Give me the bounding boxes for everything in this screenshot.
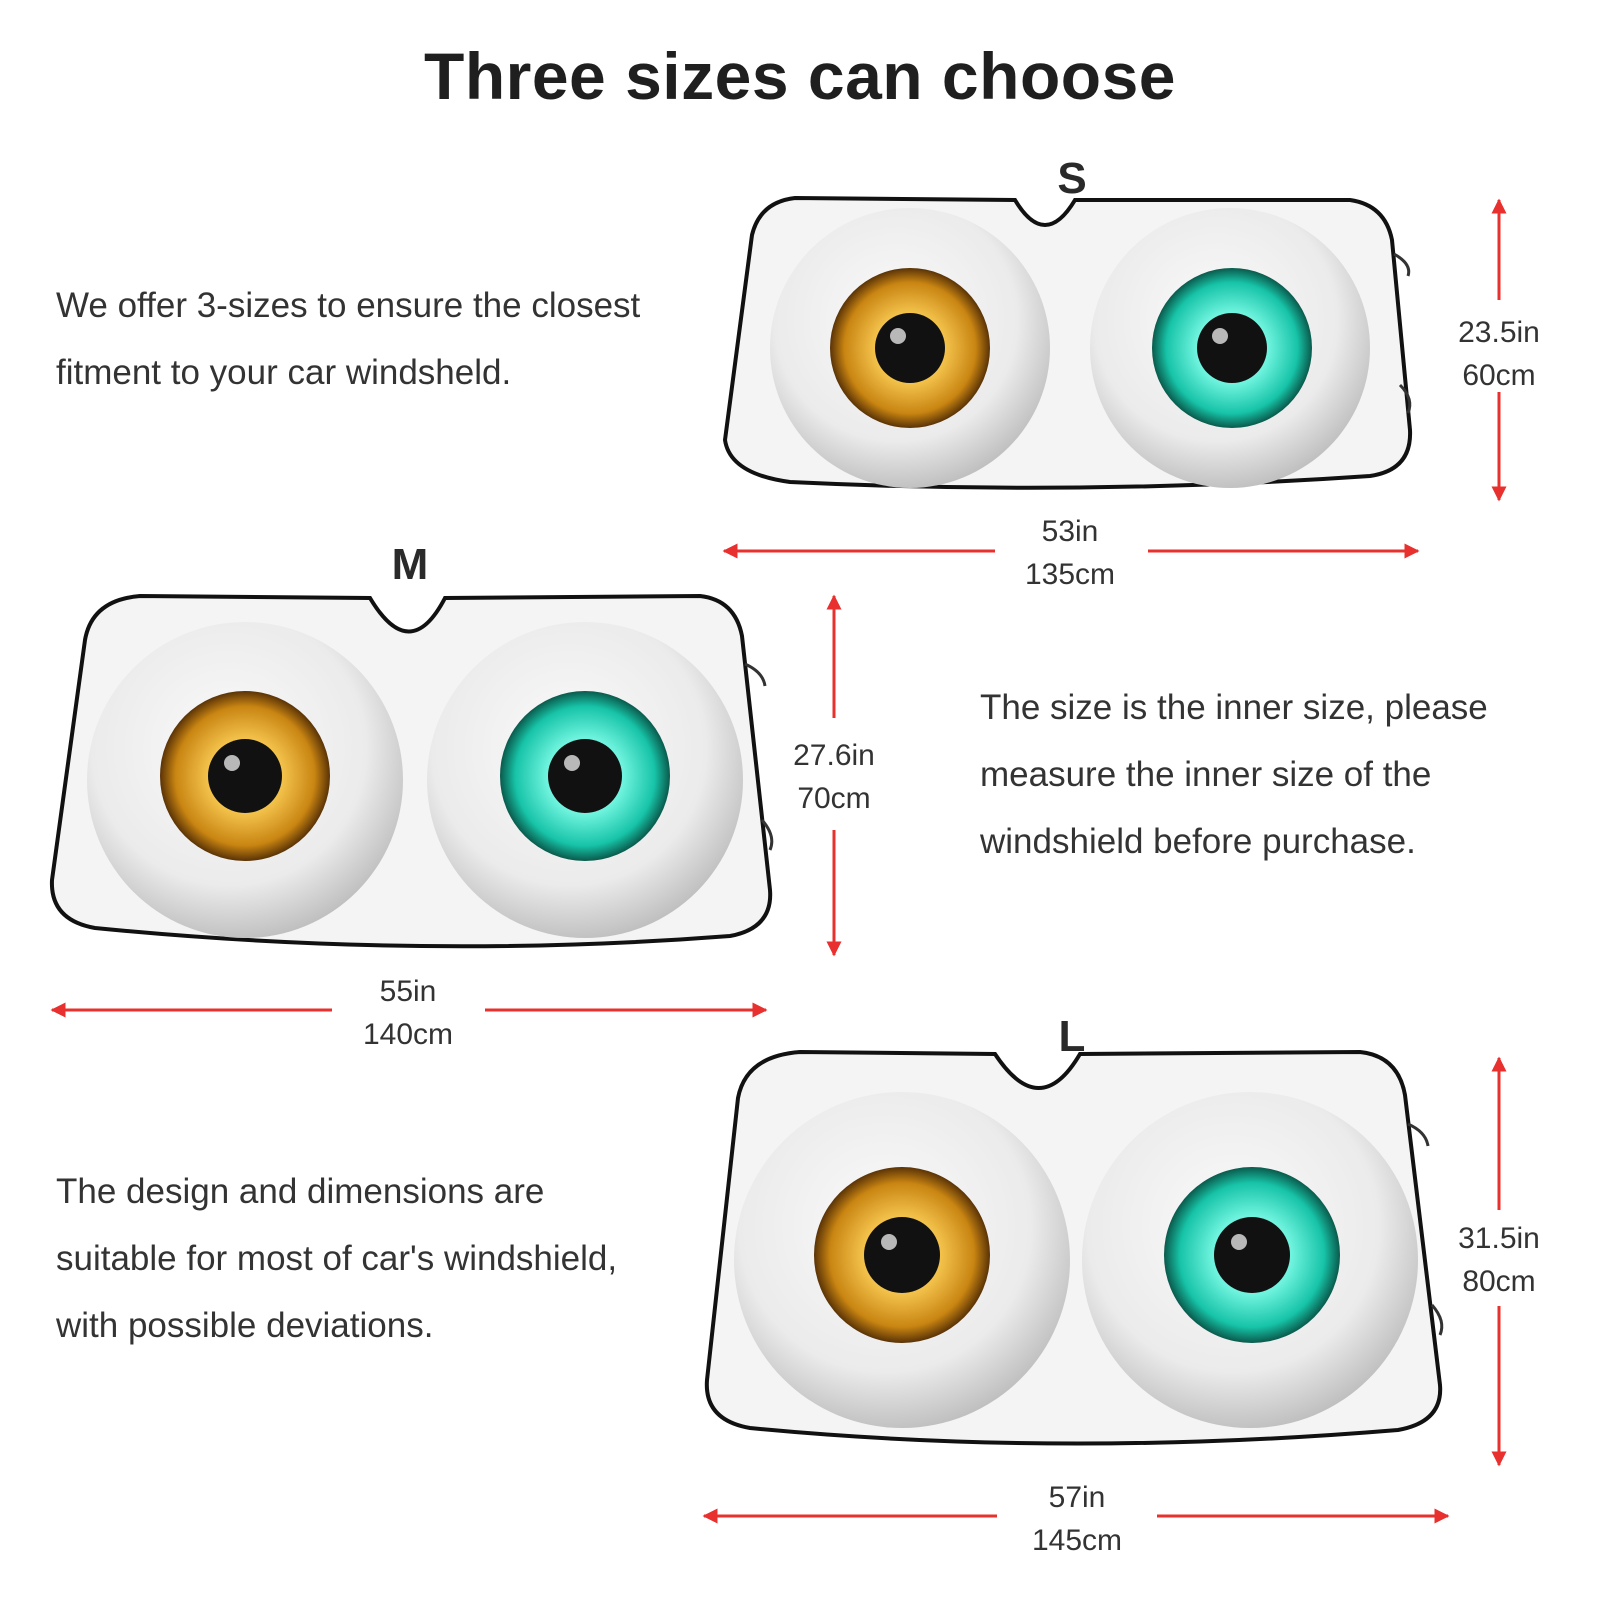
inner-size-note: The size is the inner size, please measu… (980, 674, 1488, 875)
s-width-in: 53in (1041, 515, 1099, 548)
pupil-right-s (1197, 313, 1267, 383)
intro-line-2: fitment to your car windsheld. (56, 353, 512, 392)
design-note-line-3: with possible deviations. (56, 1306, 434, 1345)
pupil-right-m (548, 739, 622, 813)
s-height-cm: 60cm (1462, 359, 1536, 392)
pupil-left-s (875, 313, 945, 383)
m-width-cm: 140cm (362, 1018, 454, 1051)
inner-size-note-line-2: measure the inner size of the (980, 755, 1432, 794)
sunshade-s (722, 195, 1507, 559)
l-width-label: 57in 145cm (997, 1476, 1157, 1562)
highlight-right-m (564, 755, 580, 771)
l-width-in: 57in (1048, 1481, 1106, 1514)
pupil-left-m (208, 739, 282, 813)
strap-m-bottom (760, 819, 774, 851)
m-width-label: 55in 140cm (328, 970, 488, 1056)
s-height-in: 23.5in (1458, 316, 1540, 349)
m-height-cm: 70cm (797, 782, 871, 815)
l-height-cm: 80cm (1462, 1265, 1536, 1298)
m-width-in: 55in (379, 975, 437, 1008)
size-label-l: L (1058, 1012, 1086, 1061)
intro-text: We offer 3-sizes to ensure the closest f… (56, 272, 640, 406)
s-width-label: 53in 135cm (990, 510, 1150, 596)
strap-m-top (744, 662, 767, 687)
strap-l-bottom (1430, 1304, 1444, 1336)
m-height-in: 27.6in (793, 739, 875, 772)
inner-size-note-line-3: windshield before purchase. (980, 822, 1416, 861)
pupil-right-l (1214, 1217, 1290, 1293)
size-label-m: M (391, 540, 429, 589)
highlight-left-l (881, 1234, 897, 1250)
s-height-label: 23.5in 60cm (1419, 311, 1579, 397)
design-note-line-2: suitable for most of car's windshield, (56, 1239, 618, 1278)
strap-s-bottom (1398, 383, 1412, 414)
l-height-in: 31.5in (1458, 1222, 1540, 1255)
size-label-s: S (1057, 154, 1087, 203)
l-height-label: 31.5in 80cm (1419, 1217, 1579, 1303)
sunshade-l (702, 1049, 1507, 1524)
page-title: Three sizes can choose (424, 39, 1176, 113)
strap-l-top (1407, 1122, 1430, 1147)
inner-size-note-line-1: The size is the inner size, please (980, 688, 1488, 727)
sunshade-m (49, 593, 842, 1018)
intro-line-1: We offer 3-sizes to ensure the closest (56, 286, 641, 325)
pupil-left-l (864, 1217, 940, 1293)
design-note-line-1: The design and dimensions are (56, 1172, 545, 1211)
l-width-cm: 145cm (1031, 1524, 1123, 1557)
strap-s-top (1393, 252, 1411, 277)
highlight-right-s (1212, 328, 1228, 344)
highlight-left-s (890, 328, 906, 344)
s-width-cm: 135cm (1024, 558, 1116, 591)
highlight-left-m (224, 755, 240, 771)
m-height-label: 27.6in 70cm (754, 734, 914, 820)
design-note: The design and dimensions are suitable f… (56, 1158, 617, 1359)
highlight-right-l (1231, 1234, 1247, 1250)
